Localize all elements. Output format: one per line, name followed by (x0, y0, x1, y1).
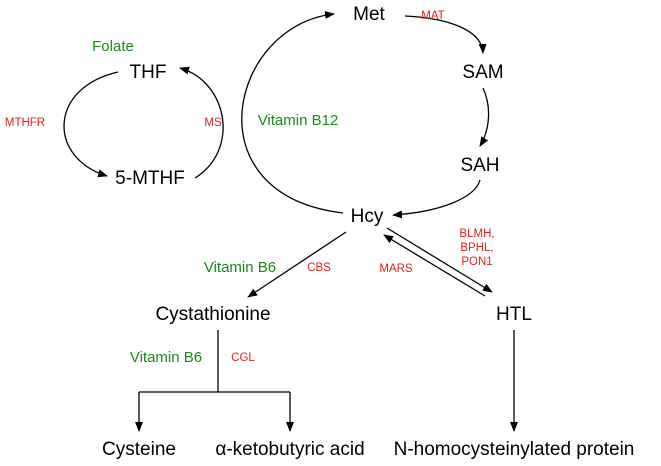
node-met: Met (353, 4, 385, 25)
node-ketobutyric-acid: α-ketobutyric acid (215, 439, 364, 460)
edge-met-to-sam (404, 15, 487, 54)
node-5mthf: 5-MTHF (115, 168, 185, 189)
vitamin-b6-cgl: Vitamin B6 (130, 349, 202, 366)
node-cysteine: Cysteine (102, 439, 176, 460)
node-sah: SAH (460, 155, 499, 176)
enzyme-ms: MS (204, 117, 222, 129)
enzyme-blmh: BLMH, (459, 228, 494, 240)
node-hcy: Hcy (351, 206, 384, 227)
edge-hcy-to-htl (386, 227, 493, 293)
edge-htl-to-hcy (383, 234, 486, 297)
enzyme-cbs: CBS (307, 262, 331, 274)
node-sam: SAM (462, 62, 503, 83)
enzyme-cgl: CGL (231, 352, 255, 364)
edge-hcy-to-cystathionine (247, 231, 347, 298)
node-thf: THF (130, 62, 167, 83)
edge-hcy-to-met (241, 10, 344, 214)
enzyme-mat: MAT (421, 10, 444, 22)
vitamin-b12: Vitamin B12 (258, 112, 339, 129)
node-cystathionine: Cystathionine (155, 304, 270, 325)
node-n-homocysteinylated-protein: N-homocysteinylated protein (394, 439, 635, 460)
enzyme-pon1: PON1 (461, 256, 492, 268)
edge-sam-to-sah (479, 87, 490, 147)
node-htl: HTL (496, 304, 532, 325)
edge-sah-to-hcy (392, 179, 481, 219)
enzyme-bphl: BPHL, (460, 242, 493, 254)
vitamin-b6-cbs: Vitamin B6 (204, 259, 276, 276)
edge-thf-to-5mthf (63, 71, 119, 178)
enzyme-mars: MARS (379, 263, 413, 275)
enzyme-mthfr: MTHFR (5, 117, 45, 129)
edge-5mthf-to-thf (179, 66, 224, 179)
vitamin-folate: Folate (92, 38, 134, 55)
